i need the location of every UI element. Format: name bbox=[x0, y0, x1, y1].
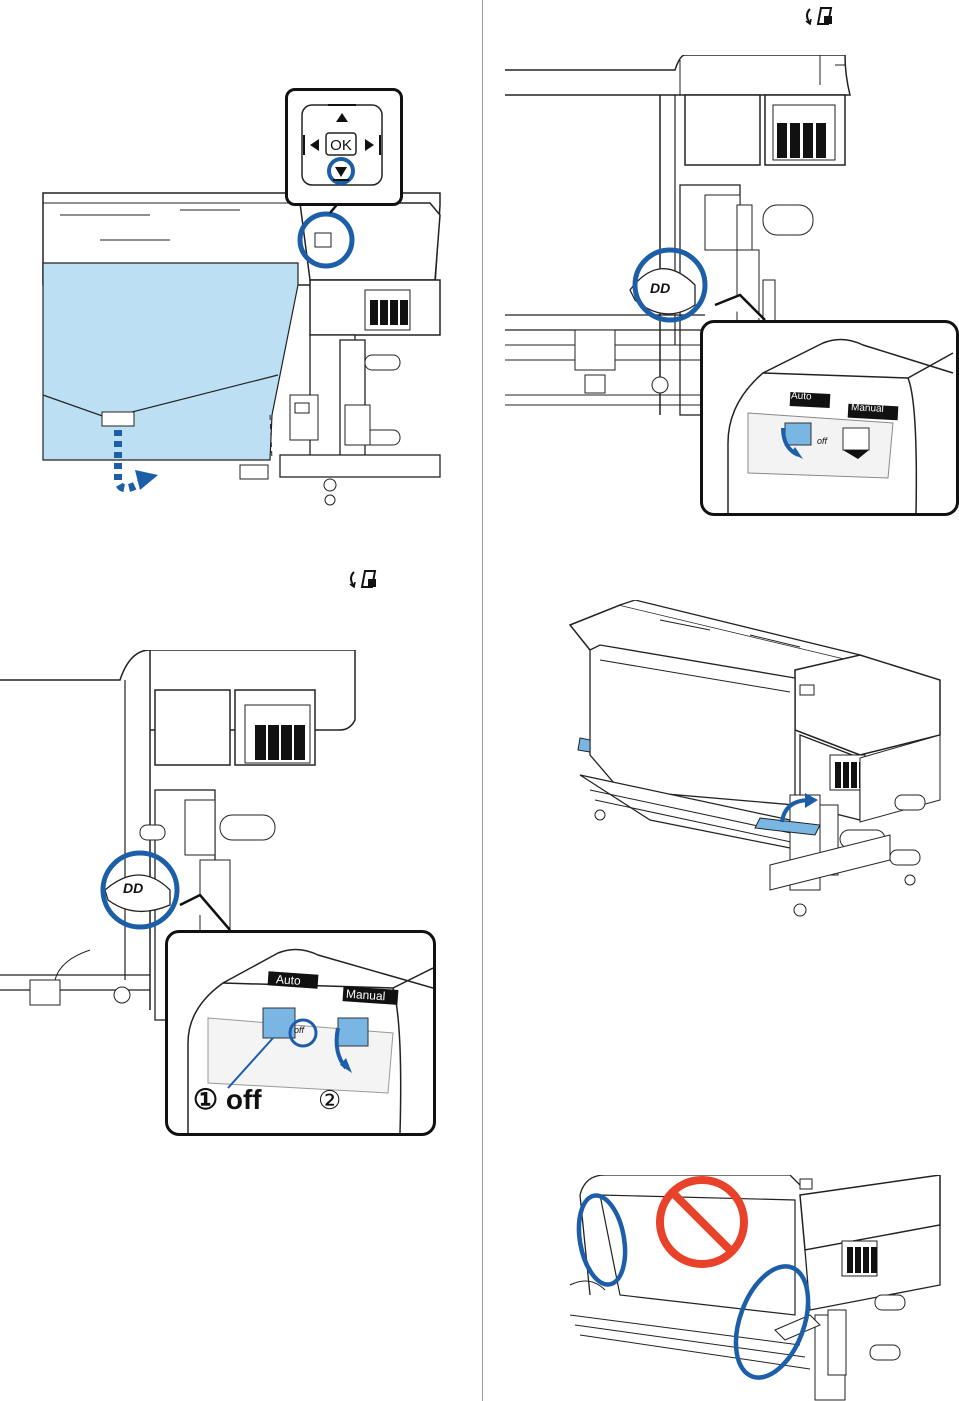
manual-label-2: Manual bbox=[346, 987, 386, 1004]
take-up-reel-icon bbox=[344, 567, 384, 591]
off-label: off bbox=[817, 436, 827, 446]
printer-overview-figure bbox=[560, 600, 950, 920]
auto-off-callout: Auto Manual off ① off ② bbox=[165, 930, 436, 1136]
auto-label: Auto bbox=[791, 390, 812, 402]
manual-switch-on[interactable] bbox=[338, 1018, 368, 1046]
auto-switch-callout: Auto Manual off bbox=[700, 320, 959, 516]
step-1-label: ① off bbox=[193, 1083, 262, 1116]
prohibited-figure bbox=[560, 1175, 950, 1401]
column-divider bbox=[482, 0, 483, 1401]
auto-label-2: Auto bbox=[276, 972, 302, 988]
switch-panel bbox=[703, 323, 956, 513]
auto-switch[interactable] bbox=[785, 423, 811, 445]
off-label-2: off bbox=[294, 1025, 304, 1035]
ok-label: OK bbox=[326, 137, 356, 154]
svg-text:DD: DD bbox=[123, 880, 143, 896]
control-panel-callout: OK bbox=[285, 88, 403, 206]
take-up-reel-icon bbox=[800, 4, 840, 28]
manual-label: Manual bbox=[851, 402, 884, 415]
manual-switch[interactable] bbox=[843, 428, 869, 450]
step-2-label: ② bbox=[318, 1085, 341, 1116]
dd-label: DD bbox=[650, 280, 670, 296]
